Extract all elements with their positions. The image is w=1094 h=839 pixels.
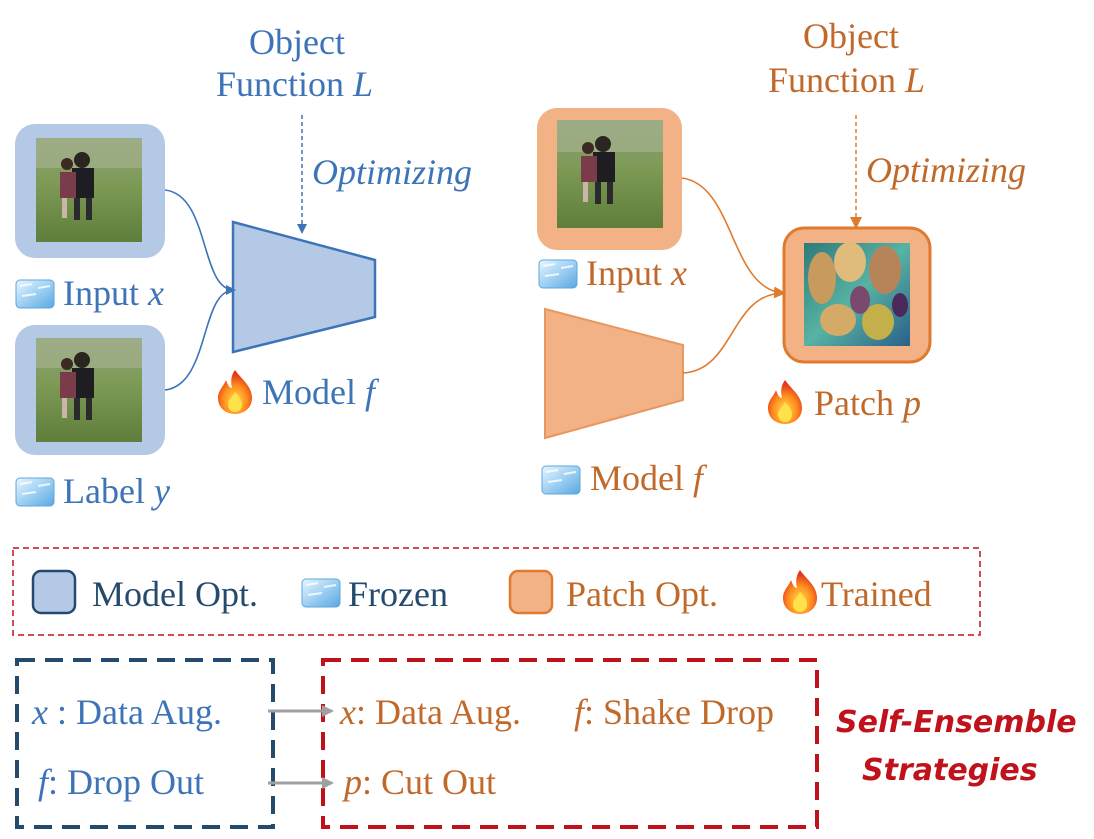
- strategy-patch-shake-drop: f: Shake Drop: [574, 694, 774, 730]
- model-to-patch-arrow: [682, 292, 785, 374]
- legend-patch-opt-swatch: [508, 569, 554, 615]
- legend-frozen-label: Frozen: [348, 574, 448, 614]
- strategy-text: : Shake Drop: [584, 692, 774, 732]
- strategy-model-drop-out: f: Drop Out: [38, 764, 204, 800]
- model-label-model-opt: Model f: [262, 374, 375, 410]
- fire-icon: [768, 380, 802, 424]
- objective-var: L: [353, 64, 374, 104]
- legend-frame: [12, 547, 981, 636]
- label-label-model: Label y: [63, 473, 170, 509]
- strategy-var: f: [38, 762, 49, 802]
- model-var: f: [365, 372, 376, 412]
- patch-label: Patch p: [814, 385, 921, 421]
- patch-var: p: [902, 383, 921, 423]
- self-ensemble-title-line1: Self-Ensemble: [836, 705, 1077, 740]
- fire-icon: [218, 370, 252, 414]
- legend-model-opt-swatch: [31, 569, 77, 615]
- strategy-patch-cut-out: p: Cut Out: [344, 764, 496, 800]
- input-text: Input: [63, 273, 139, 313]
- strategy-text: : Drop Out: [48, 762, 205, 802]
- ice-cube-icon: [541, 465, 581, 495]
- input-var: x: [671, 253, 687, 293]
- model-text: Model: [590, 458, 684, 498]
- optimizing-label-patch: Optimizing: [866, 150, 1027, 190]
- input-label-model: Input x: [63, 275, 164, 311]
- strategy-var: x: [32, 692, 48, 732]
- patch-frame: [782, 226, 932, 364]
- strategy-patch-data-aug: x: Data Aug.: [340, 694, 521, 730]
- model-trapezoid-patch-opt: [544, 307, 684, 440]
- fire-icon: [783, 570, 817, 614]
- patch-strategy-frame: [321, 658, 819, 829]
- objective-label-patch-line1: Object: [803, 16, 899, 56]
- legend-patch-opt-label: Patch Opt.: [566, 574, 718, 614]
- strategy-text: : Data Aug.: [355, 692, 521, 732]
- objective-var: L: [905, 60, 926, 100]
- strategy-var: x: [340, 692, 356, 732]
- ice-cube-icon: [301, 578, 341, 608]
- ice-cube-icon: [538, 259, 578, 289]
- label-image-frame-model: [15, 325, 165, 455]
- input-image-frame-model: [15, 124, 165, 258]
- legend-model-opt-label: Model Opt.: [92, 574, 258, 614]
- input-to-patch-arrow: [681, 177, 786, 299]
- patch-image: [804, 242, 910, 346]
- optimizing-label-model: Optimizing: [312, 152, 473, 192]
- input-image-frame-patch: [537, 108, 682, 250]
- objective-text: Function: [768, 60, 897, 100]
- label-var: y: [153, 471, 170, 511]
- model-trapezoid-model-opt: [231, 220, 377, 354]
- input-text: Input: [586, 253, 662, 293]
- strategy-model-data-aug: x : Data Aug.: [32, 694, 222, 730]
- model-strategy-frame: [15, 658, 275, 829]
- strategy-text: : Data Aug.: [47, 692, 222, 732]
- input-to-model-arrow: [164, 189, 236, 295]
- objective-label-patch-line2: Function L: [768, 62, 925, 98]
- objective-text: Function: [216, 64, 345, 104]
- strategy-var: p: [344, 762, 362, 802]
- input-var: x: [148, 273, 164, 313]
- input-photo-patch: [557, 120, 663, 228]
- label-to-model-arrow: [164, 289, 235, 391]
- model-label-patch-opt: Model f: [590, 460, 703, 496]
- objective-label-model-line2: Function L: [216, 66, 373, 102]
- model-text: Model: [262, 372, 356, 412]
- ice-cube-icon: [15, 279, 55, 309]
- strategy-var: f: [574, 692, 585, 732]
- label-text: Label: [63, 471, 145, 511]
- self-ensemble-title-line2: Strategies: [862, 753, 1038, 788]
- objective-label-model-line1: Object: [249, 22, 345, 62]
- input-label-patch: Input x: [586, 255, 687, 291]
- strategy-text: : Cut Out: [362, 762, 497, 802]
- input-photo-model: [36, 138, 142, 242]
- label-photo-model: [36, 338, 142, 442]
- ice-cube-icon: [15, 477, 55, 507]
- patch-text: Patch: [814, 383, 894, 423]
- legend-trained-label: Trained: [821, 574, 932, 614]
- model-var: f: [693, 458, 704, 498]
